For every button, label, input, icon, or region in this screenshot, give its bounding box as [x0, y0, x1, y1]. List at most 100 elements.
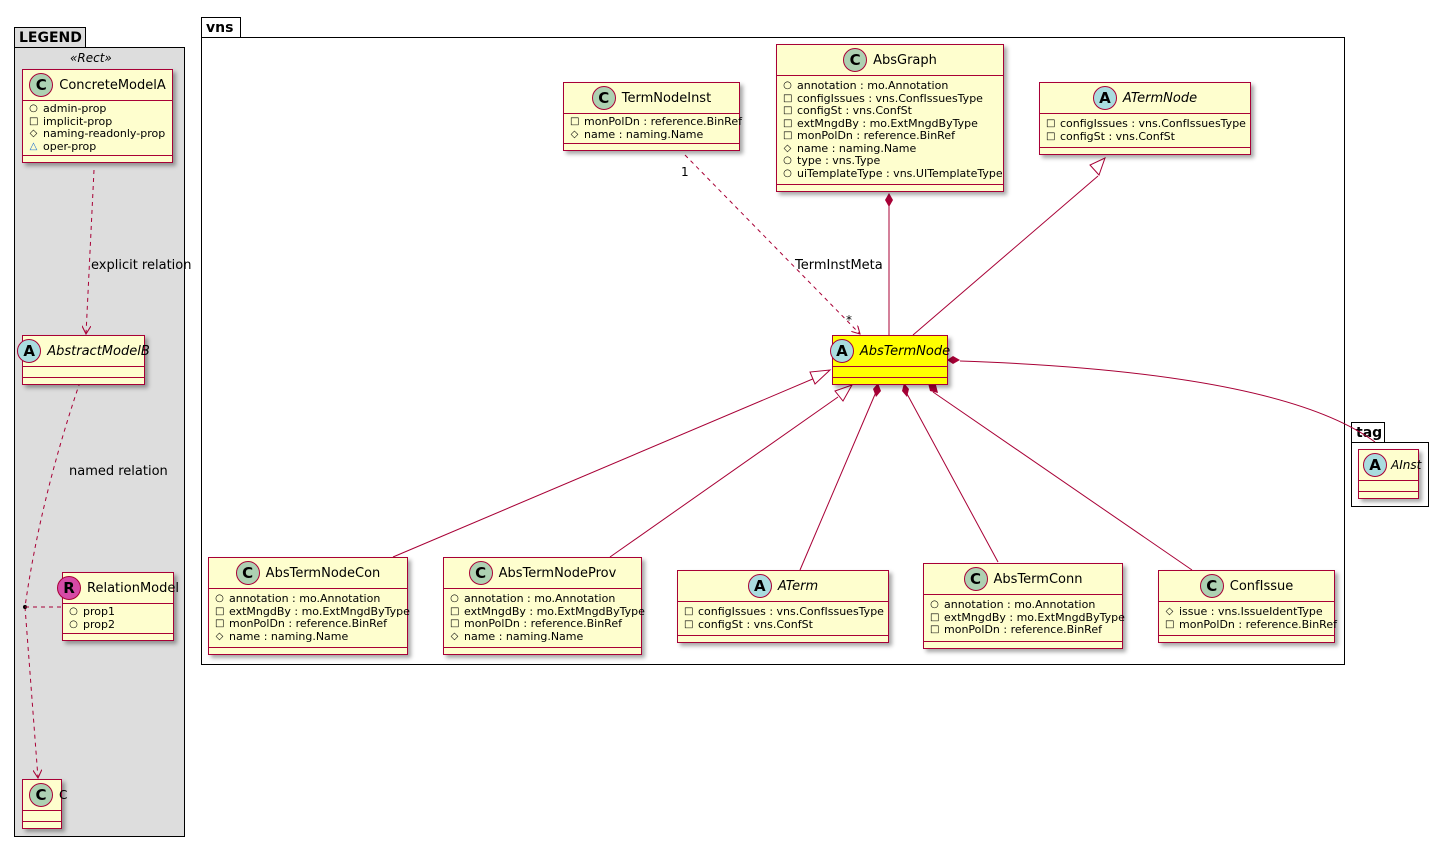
attribute: ◇name : naming.Name: [570, 127, 704, 141]
private-icon: □: [1046, 130, 1056, 142]
named-relation-label: named relation: [69, 464, 168, 479]
public-icon: ○: [783, 167, 792, 179]
attribute: □configSt : vns.ConfSt: [1046, 129, 1175, 143]
class-conf-issue[interactable]: C ConfIssue ◇issue : vns.IssueIdentType …: [1158, 570, 1337, 643]
confissue-composition-line: [932, 391, 1193, 571]
attribute: ◇name : naming.Name: [215, 629, 349, 643]
class-abs-term-node-con[interactable]: C AbsTermNodeCon ○annotation : mo.Annota…: [208, 557, 410, 655]
attribute: □configIssues : vns.ConfIssuesType: [1046, 117, 1246, 130]
attribute: □extMngdBy : mo.ExtMngdByType: [930, 610, 1125, 624]
private-icon: □: [783, 117, 793, 129]
class-name: AbstractModelB: [47, 343, 150, 359]
class-attributes: ○annotation : mo.Annotation □extMngdBy :…: [924, 595, 1125, 642]
legend-stereotype: «Rect»: [70, 51, 112, 65]
private-icon: □: [1165, 618, 1175, 630]
private-icon: □: [684, 606, 694, 617]
class-name: AInst: [1391, 458, 1422, 472]
private-icon: □: [215, 605, 225, 617]
attribute: □configIssues : vns.ConfIssuesType: [684, 605, 884, 618]
class-a-icon: A: [747, 574, 772, 598]
class-name: ConfIssue: [1229, 578, 1294, 594]
class-attributes: ○annotation : mo.Annotation □extMngdBy :…: [209, 589, 410, 648]
class-attributes: ◇issue : vns.IssueIdentType □monPolDn : …: [1159, 602, 1337, 636]
class-abstract-model-b[interactable]: A AbstractModelB: [17, 335, 150, 385]
protected-icon: ◇: [1165, 606, 1174, 617]
protected-icon: ◇: [450, 630, 459, 642]
class-name: ConcreteModelA: [59, 77, 166, 93]
class-a-term-node[interactable]: A ATermNode □configIssues : vns.ConfIssu…: [1039, 82, 1251, 155]
class-a-icon: A: [829, 339, 854, 363]
attribute: ◇issue : vns.IssueIdentType: [1165, 605, 1323, 618]
attribute: □monPolDn : reference.BinRef: [783, 129, 955, 142]
attribute: ◇name : naming.Name: [783, 141, 917, 155]
class-a-term[interactable]: A ATerm □configIssues : vns.ConfIssuesTy…: [677, 570, 889, 643]
protected-icon: ◇: [570, 128, 579, 140]
term-inst-meta-line: [684, 154, 860, 334]
class-a-icon: A: [17, 339, 42, 363]
attribute: ◇name : naming.Name: [450, 629, 584, 643]
public-icon: ○: [783, 80, 792, 91]
public-icon: ○: [930, 599, 939, 610]
public-icon: ○: [450, 593, 459, 604]
attribute: ○prop1: [69, 605, 115, 618]
private-icon: □: [783, 105, 793, 116]
attribute: ○admin-prop: [29, 102, 107, 115]
class-attributes: □configIssues : vns.ConfIssuesType □conf…: [1040, 114, 1250, 148]
class-attributes: □monPolDn : reference.BinRef ◇name : nam…: [564, 114, 742, 144]
class-c-icon: C: [963, 567, 988, 591]
termconn-composition-line: [905, 391, 999, 563]
attribute: ○annotation : mo.Annotation: [783, 79, 949, 92]
aterm-composition-diamond: [873, 383, 881, 397]
class-a-icon: A: [1363, 453, 1387, 477]
attribute: ○annotation : mo.Annotation: [450, 592, 616, 605]
tag-package-tab: tag: [1351, 422, 1385, 443]
attribute: □configSt : vns.ConfSt: [783, 104, 912, 117]
ainst-composition-diamond: [947, 356, 960, 364]
public-icon: ○: [69, 606, 78, 617]
class-a-inst[interactable]: A AInst: [1358, 449, 1422, 499]
class-abs-term-conn[interactable]: C AbsTermConn ○annotation : mo.Annotatio…: [923, 563, 1125, 649]
class-c-icon: C: [29, 73, 54, 97]
class-abs-graph[interactable]: C AbsGraph ○annotation : mo.Annotation □…: [776, 44, 1004, 192]
class-c-icon: C: [591, 86, 616, 110]
private-icon: □: [450, 605, 460, 617]
class-attributes: ○annotation : mo.Annotation □extMngdBy :…: [444, 589, 645, 648]
private-icon: □: [450, 618, 460, 629]
class-abs-term-node-prov[interactable]: C AbsTermNodeProv ○annotation : mo.Annot…: [443, 557, 645, 655]
public-icon: ○: [69, 618, 78, 630]
prov-generalization-line: [609, 396, 839, 558]
class-c[interactable]: C C: [22, 779, 67, 829]
class-relation-model[interactable]: R RelationModel ○prop1 ○prop2: [57, 572, 179, 641]
class-name: AbsGraph: [873, 52, 937, 68]
attribute: ○prop2: [69, 617, 115, 631]
class-c-icon: C: [1199, 574, 1224, 598]
legend-package-tab: LEGEND: [14, 27, 86, 48]
attribute: □monPolDn : reference.BinRef: [450, 617, 622, 630]
class-abs-term-node[interactable]: A AbsTermNode: [829, 335, 951, 385]
private-icon: □: [570, 116, 580, 127]
named-relation-line: [24, 381, 81, 778]
atermnode-generalization-line: [912, 175, 1099, 336]
prov-generalization-triangle: [834, 384, 854, 402]
class-term-node-inst[interactable]: C TermNodeInst □monPolDn : reference.Bin…: [563, 82, 742, 151]
attribute: □monPolDn : reference.BinRef: [215, 617, 387, 630]
attribute: △oper-prop: [29, 139, 97, 153]
vns-package-tab: vns: [201, 17, 241, 38]
private-icon: □: [1046, 118, 1056, 129]
attribute: □configSt : vns.ConfSt: [684, 617, 813, 631]
class-concrete-model-a[interactable]: C ConcreteModelA ○admin-prop □implicit-p…: [22, 69, 173, 163]
class-name: AbsTermNodeCon: [265, 565, 381, 581]
con-generalization-line: [392, 377, 816, 558]
explicit-relation-label: explicit relation: [91, 258, 192, 273]
attribute: □extMngdBy : mo.ExtMngdByType: [215, 604, 410, 618]
atermnode-generalization-triangle: [1089, 157, 1106, 176]
class-a-icon: A: [1092, 86, 1117, 110]
class-c-icon: C: [843, 48, 868, 72]
class-name: AbsTermNode: [859, 343, 951, 359]
confissue-composition-diamond: [928, 383, 938, 393]
legend-package-body: [14, 47, 185, 837]
class-name: AbsTermNodeProv: [498, 565, 617, 581]
termconn-composition-diamond: [902, 383, 909, 397]
private-icon: □: [783, 130, 793, 141]
